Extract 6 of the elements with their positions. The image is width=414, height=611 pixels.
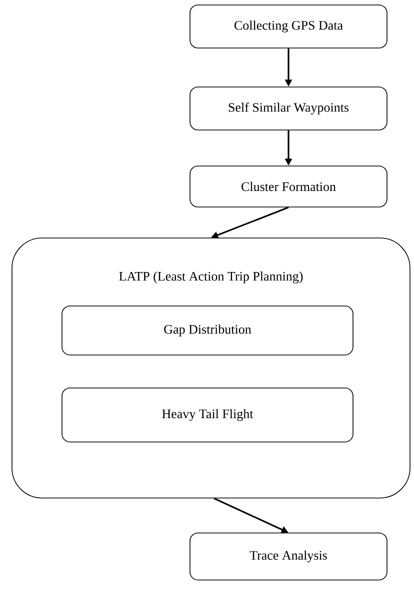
process-box: Trace Analysis bbox=[190, 532, 388, 580]
process-box: Collecting GPS Data bbox=[190, 4, 388, 48]
process-box: Cluster Formation bbox=[190, 166, 388, 208]
process-box: Heavy Tail Flight bbox=[62, 388, 354, 442]
process-box: Self Similar Waypoints bbox=[190, 86, 388, 130]
process-box: Gap Distribution bbox=[62, 306, 354, 356]
